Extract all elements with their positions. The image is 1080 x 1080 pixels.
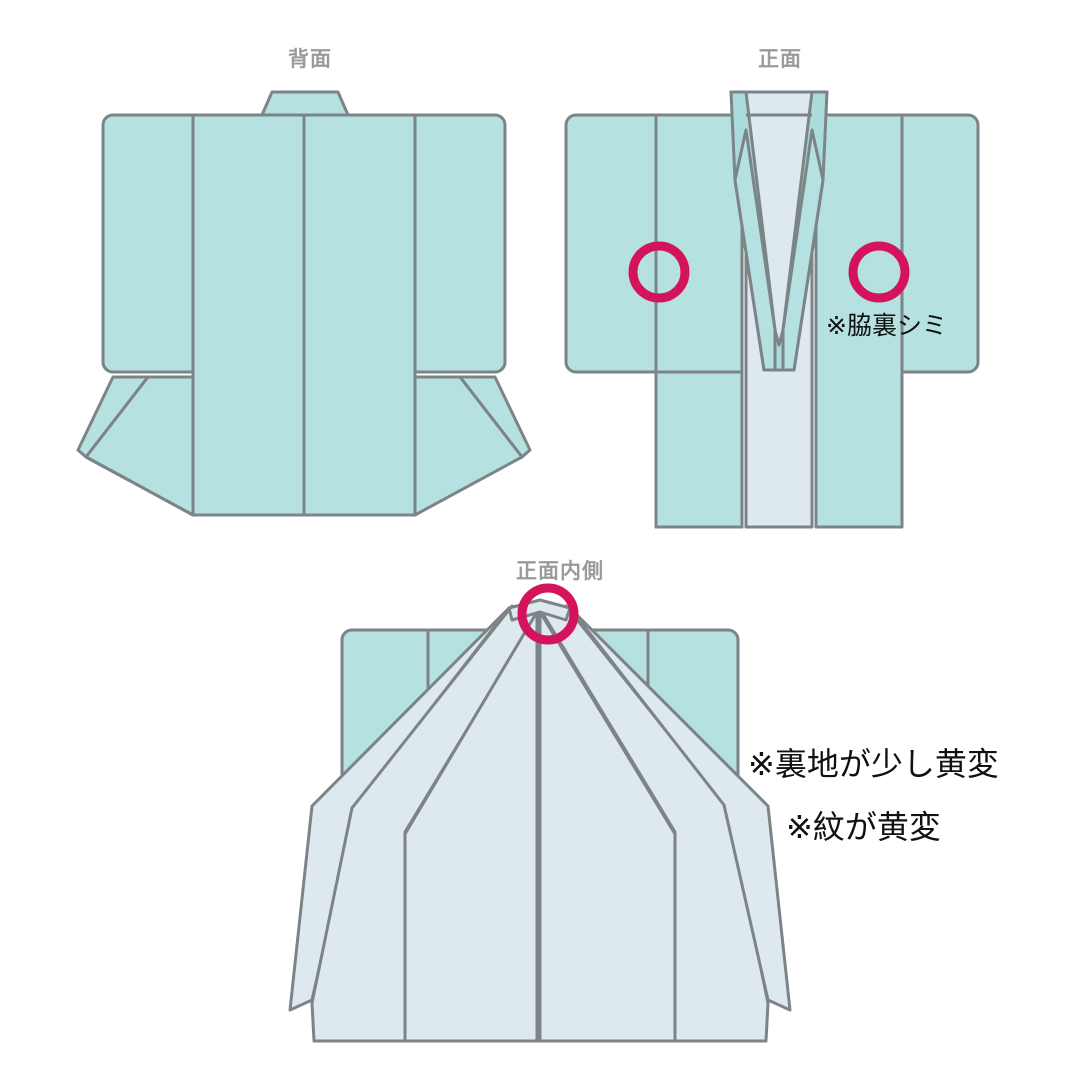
inside-right-center-panel bbox=[538, 610, 677, 1043]
inside-right-outer-flap bbox=[568, 606, 792, 1012]
front-right-collar-band bbox=[781, 128, 825, 372]
back-right-sleeve bbox=[413, 113, 507, 374]
back-right-skirt bbox=[413, 375, 524, 517]
inside-collar-band bbox=[507, 598, 572, 622]
front-right-lapel bbox=[781, 90, 829, 372]
front-collar-v-gusset bbox=[773, 328, 785, 372]
inside-view-group bbox=[288, 583, 792, 1043]
front-marker-right bbox=[848, 241, 910, 303]
view-title-back: 背面 bbox=[288, 47, 332, 71]
annotation-lining-yellowing: ※裏地が少し黄変 bbox=[748, 745, 999, 783]
back-left-sleeve bbox=[101, 113, 195, 374]
view-title-front: 正面 bbox=[758, 47, 802, 71]
inside-outer-shell bbox=[340, 628, 740, 890]
front-left-lapel bbox=[729, 90, 777, 372]
back-left-hem bbox=[85, 455, 194, 517]
back-right-body-panel bbox=[302, 113, 417, 517]
back-left-hem-panel bbox=[86, 457, 193, 515]
annotation-waki-stain: ※脇裏シミ bbox=[826, 311, 947, 340]
back-view-group bbox=[76, 90, 532, 517]
inside-left-center-panel bbox=[403, 610, 539, 1043]
inside-marker-collar bbox=[517, 583, 579, 645]
front-lining-center bbox=[744, 90, 814, 529]
front-left-sleeve bbox=[564, 113, 658, 374]
inside-left-outer-flap bbox=[288, 606, 511, 1012]
front-marker-left bbox=[628, 241, 690, 303]
annotation-crest-yellowing: ※紋が黄変 bbox=[786, 808, 941, 846]
front-left-lower-body bbox=[654, 370, 744, 529]
back-left-skirt bbox=[84, 375, 195, 517]
back-right-skirt-outer bbox=[458, 375, 532, 459]
inside-left-lining-panel bbox=[310, 604, 539, 1043]
back-left-body-panel bbox=[191, 113, 306, 517]
inside-right-lining-panel bbox=[541, 604, 770, 1043]
front-left-body bbox=[654, 113, 744, 529]
back-left-skirt-outer bbox=[76, 375, 150, 459]
front-right-collar-outer bbox=[811, 90, 829, 117]
view-title-inside: 正面内側 bbox=[516, 559, 604, 583]
back-collar-shape bbox=[260, 90, 350, 117]
front-left-collar-outer bbox=[729, 90, 747, 117]
front-left-collar-band bbox=[733, 128, 777, 372]
